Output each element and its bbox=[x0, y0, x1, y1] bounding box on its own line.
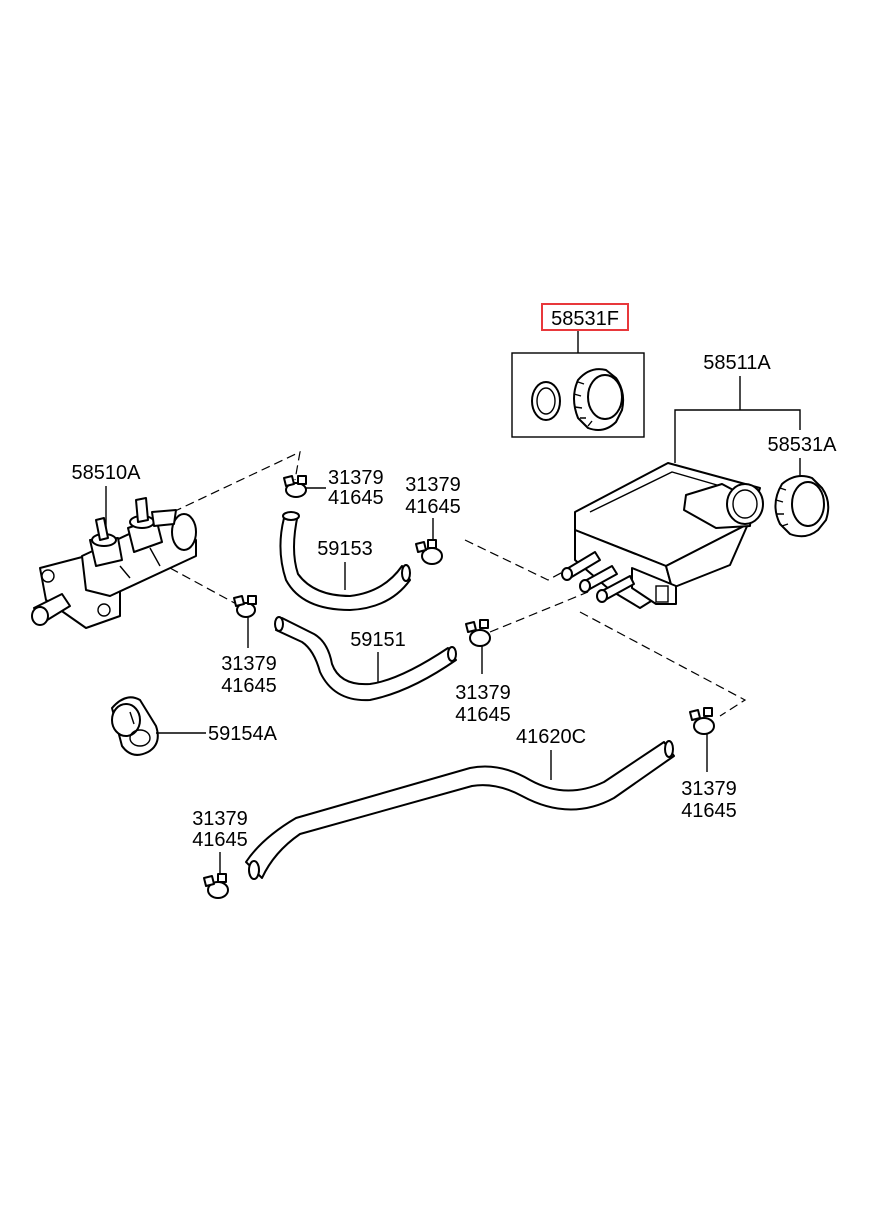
label-hose-long: 41620C bbox=[516, 726, 586, 748]
reservoir-group[interactable]: 58511A bbox=[561, 352, 801, 609]
clip-group-4[interactable]: 31379 41645 bbox=[681, 707, 737, 822]
label-master-cylinder: 58510A bbox=[72, 462, 142, 484]
clip-group-1[interactable]: 31379 41645 bbox=[405, 474, 461, 565]
hose-long bbox=[245, 741, 675, 879]
clip-label-1-a: 31379 bbox=[405, 474, 461, 496]
label-reservoir-cap: 58531A bbox=[768, 434, 838, 456]
master-cylinder bbox=[31, 497, 197, 629]
cap-kit-box bbox=[511, 352, 645, 438]
cap-kit-cap bbox=[573, 368, 625, 431]
clip-label-3-a: 31379 bbox=[455, 682, 511, 704]
clip-label-5-b: 41645 bbox=[192, 829, 248, 851]
cap-kit-group[interactable]: 58531F bbox=[511, 303, 645, 438]
hose-upper-group[interactable]: 59153 bbox=[279, 511, 411, 611]
clip-label-2-a: 31379 bbox=[221, 653, 277, 675]
clip-label-4-a: 31379 bbox=[681, 778, 737, 800]
clip-label-0-b: 41645 bbox=[328, 487, 384, 509]
clip-group-2[interactable]: 31379 41645 bbox=[221, 595, 277, 697]
hose-clip bbox=[203, 873, 229, 899]
label-hose-upper: 59153 bbox=[317, 538, 373, 560]
label-cap-kit: 58531F bbox=[551, 308, 619, 330]
assembly-dash-lines bbox=[169, 450, 747, 717]
reservoir-cap-group[interactable]: 58531A bbox=[768, 434, 838, 538]
clip-label-2-b: 41645 bbox=[221, 675, 277, 697]
highlight-box bbox=[541, 303, 629, 331]
hose-clip bbox=[689, 707, 715, 735]
hose-clip bbox=[283, 475, 307, 498]
reservoir-cap bbox=[774, 475, 830, 538]
label-grommet: 59154A bbox=[208, 723, 278, 745]
clip-label-4-b: 41645 bbox=[681, 800, 737, 822]
clip-label-5-a: 31379 bbox=[192, 808, 248, 830]
clip-label-3-b: 41645 bbox=[455, 704, 511, 726]
clip-label-1-b: 41645 bbox=[405, 496, 461, 518]
hose-upper bbox=[279, 513, 411, 611]
hose-long-group[interactable]: 41620C bbox=[245, 726, 675, 880]
label-reservoir: 58511A bbox=[703, 352, 771, 374]
hose-clip bbox=[233, 595, 257, 618]
grommet-group[interactable]: 59154A bbox=[111, 696, 278, 756]
hose-clip bbox=[465, 619, 491, 647]
label-hose-middle: 59151 bbox=[350, 629, 406, 651]
clip-group-5[interactable]: 31379 41645 bbox=[192, 808, 248, 899]
clip-group-3[interactable]: 31379 41645 bbox=[455, 619, 511, 726]
master-cylinder-group[interactable]: 58510A bbox=[31, 462, 197, 629]
hose-clip bbox=[415, 539, 443, 565]
grommet bbox=[111, 696, 159, 756]
hose-middle-group[interactable]: 59151 bbox=[274, 616, 457, 702]
clip-label-0-a: 31379 bbox=[328, 467, 384, 489]
reservoir-body bbox=[561, 462, 764, 609]
clip-group-0[interactable]: 31379 41645 bbox=[283, 467, 384, 509]
